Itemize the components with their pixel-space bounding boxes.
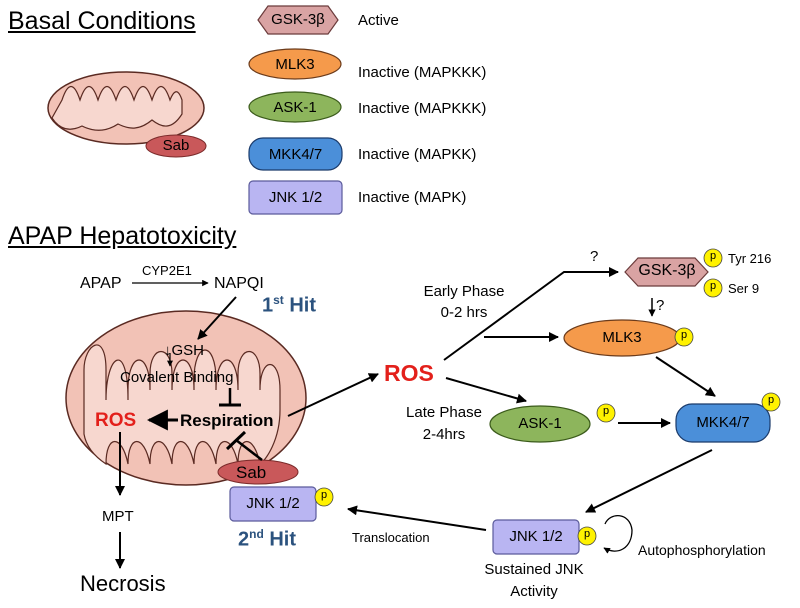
gsh-label: ↓GSH xyxy=(164,342,205,359)
legend-gsk-label: GSK-3β xyxy=(271,11,325,28)
late-phase-time: 2-4hrs xyxy=(422,426,466,443)
mpt-label: MPT xyxy=(102,508,134,525)
napqi-label: NAPQI xyxy=(214,275,264,292)
late-phase-label: Late Phase xyxy=(406,404,482,421)
question-mark-mlk3: ? xyxy=(656,297,665,314)
apap-mitochondrion xyxy=(65,310,307,486)
legend-ask1-state: Inactive (MAPKKK) xyxy=(358,100,487,117)
autophosphorylation-label: Autophosphorylation xyxy=(638,542,766,558)
basal-mitochondrion xyxy=(47,71,205,145)
arrow-napqi-gsh xyxy=(197,296,237,340)
apap-label: APAP xyxy=(80,275,122,292)
legend-gsk-state: Active xyxy=(358,12,399,29)
sab-label: Sab xyxy=(236,463,267,482)
first-hit-label: 1st Hit xyxy=(262,293,317,317)
legend-mkk-label: MKK4/7 xyxy=(268,146,323,163)
early-phase-label: Early Phase xyxy=(423,283,505,300)
legend-mlk3-state: Inactive (MAPKKK) xyxy=(358,64,487,81)
translocation-label: Translocation xyxy=(352,530,430,545)
ros-mito-label: ROS xyxy=(95,410,137,431)
necrosis-label: Necrosis xyxy=(80,571,166,596)
p-mlk3: p xyxy=(680,329,688,341)
ask1-shape xyxy=(489,405,591,443)
phospho-mkk xyxy=(761,392,781,412)
second-hit-label: 2nd Hit xyxy=(238,527,297,551)
basal-sab-label: Sab xyxy=(162,137,190,154)
legend-ask1-label: ASK-1 xyxy=(273,99,317,116)
legend-mkk-shape xyxy=(248,137,343,171)
respiration-label: Respiration xyxy=(180,411,274,430)
sustained-activity-label: Activity xyxy=(510,583,558,600)
gsk-shape xyxy=(624,257,709,287)
p-gsk-ser: p xyxy=(709,280,717,292)
basal-title: Basal Conditions xyxy=(8,7,196,35)
arrow-autophos xyxy=(603,515,633,554)
basal-sab xyxy=(145,134,207,158)
question-mark-gsk: ? xyxy=(590,248,599,265)
phospho-circles xyxy=(314,248,781,546)
mkk-shape xyxy=(675,403,771,443)
p-gsk-tyr: p xyxy=(709,250,717,262)
ser9-label: Ser 9 xyxy=(728,281,760,296)
arrow-translocation xyxy=(347,505,487,531)
arrow-mlk3-mkk xyxy=(655,356,716,397)
legend-mkk-state: Inactive (MAPKK) xyxy=(358,146,477,163)
phospho-jnk-mito xyxy=(314,487,334,507)
tyr216-label: Tyr 216 xyxy=(728,251,772,266)
mlk3-label: MLK3 xyxy=(602,329,642,346)
legend-jnk-state: Inactive (MAPK) xyxy=(358,189,467,206)
early-phase-time: 0-2 hrs xyxy=(440,304,488,321)
inhibit-sab-respiration xyxy=(235,439,263,461)
sustained-jnk-label: Sustained JNK xyxy=(484,561,584,578)
apap-title: APAP Hepatotoxicity xyxy=(8,222,237,250)
p-jnk-mito: p xyxy=(320,489,328,501)
legend-jnk-shape xyxy=(248,180,343,215)
ask1-label: ASK-1 xyxy=(518,415,562,432)
legend-gsk-shape xyxy=(257,5,339,35)
arrows xyxy=(115,267,716,569)
legend-jnk-label: JNK 1/2 xyxy=(268,189,323,206)
phospho-jnk-sustained xyxy=(577,526,597,546)
cyp2e1-label: CYP2E1 xyxy=(142,263,192,278)
apap-sab xyxy=(217,459,299,485)
legend-mlk3-shape xyxy=(248,48,342,80)
mkk-label: MKK4/7 xyxy=(696,414,750,431)
phospho-ask1 xyxy=(596,403,616,423)
arrow-mkk-jnk xyxy=(585,449,713,513)
p-jnk-sustained: p xyxy=(583,528,591,540)
p-mkk: p xyxy=(767,394,775,406)
phospho-mlk3 xyxy=(674,327,694,347)
jnk-mito-shape xyxy=(229,486,317,522)
covalent-binding-label: Covalent Binding xyxy=(120,369,234,386)
jnk-mito-label: JNK 1/2 xyxy=(246,495,300,512)
arrow-ros-ask1 xyxy=(445,377,527,404)
ros-center-label: ROS xyxy=(384,360,434,386)
arrow-respiration-rosc xyxy=(287,373,379,417)
gsk-label: GSK-3β xyxy=(638,262,696,279)
jnk-sustained-label: JNK 1/2 xyxy=(509,528,563,545)
legend-mlk3-label: MLK3 xyxy=(275,56,315,73)
legend-ask1-shape xyxy=(248,91,342,123)
phospho-gsk-ser xyxy=(703,278,723,298)
arrow-ros-gsk xyxy=(443,267,619,361)
phospho-gsk-tyr xyxy=(703,248,723,268)
p-ask1: p xyxy=(602,405,610,417)
